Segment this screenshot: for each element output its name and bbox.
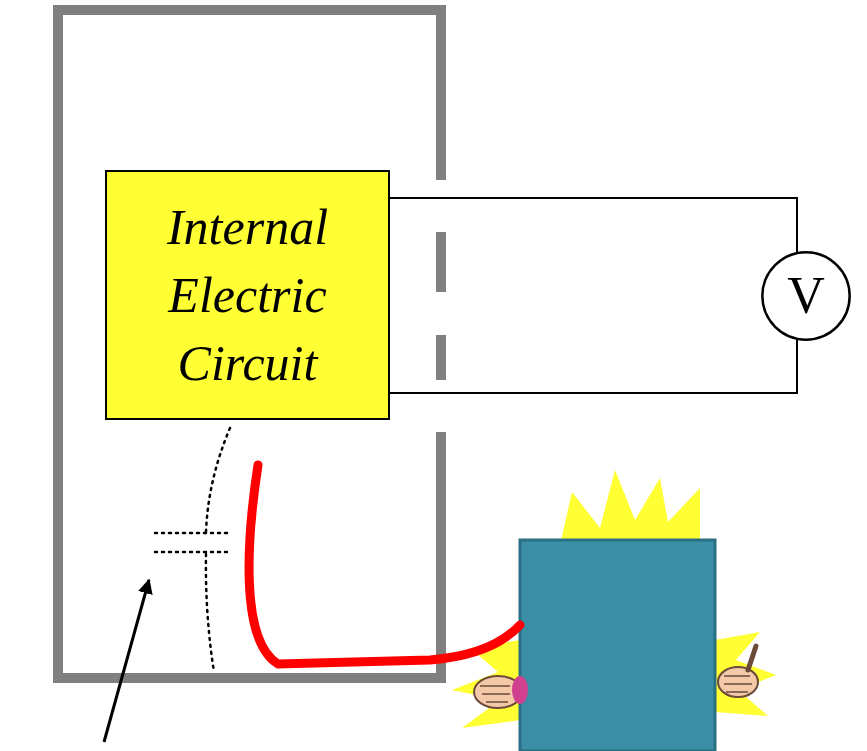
circuit-box: Internal Electric Circuit <box>105 170 390 420</box>
meter-label: V <box>787 266 825 326</box>
voltmeter-circle: V <box>761 251 851 341</box>
shocked-person <box>452 470 776 751</box>
stray-capacitance <box>155 428 232 672</box>
fault-wire <box>249 465 520 664</box>
meter-wire <box>390 198 797 252</box>
box-label: Internal Electric Circuit <box>119 193 376 397</box>
meter-wire <box>390 340 797 393</box>
pointer-arrow <box>104 580 149 742</box>
